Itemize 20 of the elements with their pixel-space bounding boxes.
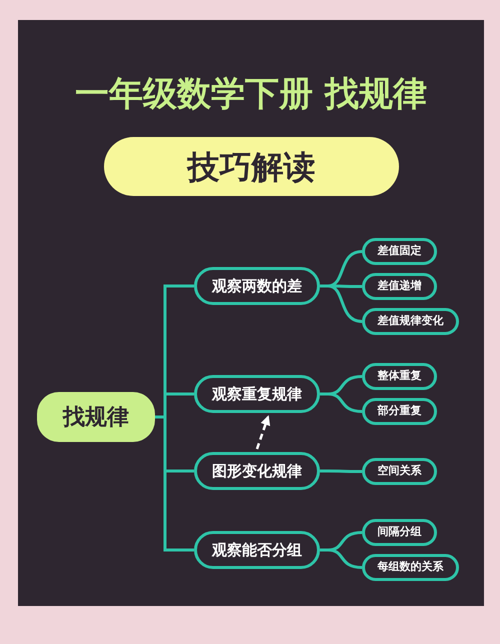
- branch-node: 图形变化规律: [194, 452, 320, 490]
- leaf-node: 每组数的关系: [362, 554, 459, 581]
- arrow: [256, 415, 270, 450]
- branch-node: 观察重复规律: [194, 375, 320, 413]
- title: 一年级数学下册 找规律: [74, 73, 428, 116]
- leaf-node: 差值规律变化: [362, 308, 459, 335]
- branch-node: 观察能否分组: [194, 531, 320, 569]
- subtitle-pill: 技巧解读: [104, 137, 399, 196]
- leaf-node: 差值固定: [362, 238, 437, 265]
- branch-node: 观察两数的差: [194, 267, 320, 305]
- root-node: 找规律: [37, 392, 155, 442]
- connector-line: [320, 470, 362, 473]
- leaf-node: 空间关系: [362, 458, 437, 485]
- connector-line: [320, 284, 362, 323]
- connector-line: [320, 548, 362, 569]
- leaf-node: 整体重复: [362, 363, 437, 390]
- connector-line: [320, 392, 362, 413]
- leaf-node: 差值递增: [362, 273, 437, 300]
- leaf-node: 间隔分组: [362, 519, 437, 546]
- leaf-node: 部分重复: [362, 398, 437, 425]
